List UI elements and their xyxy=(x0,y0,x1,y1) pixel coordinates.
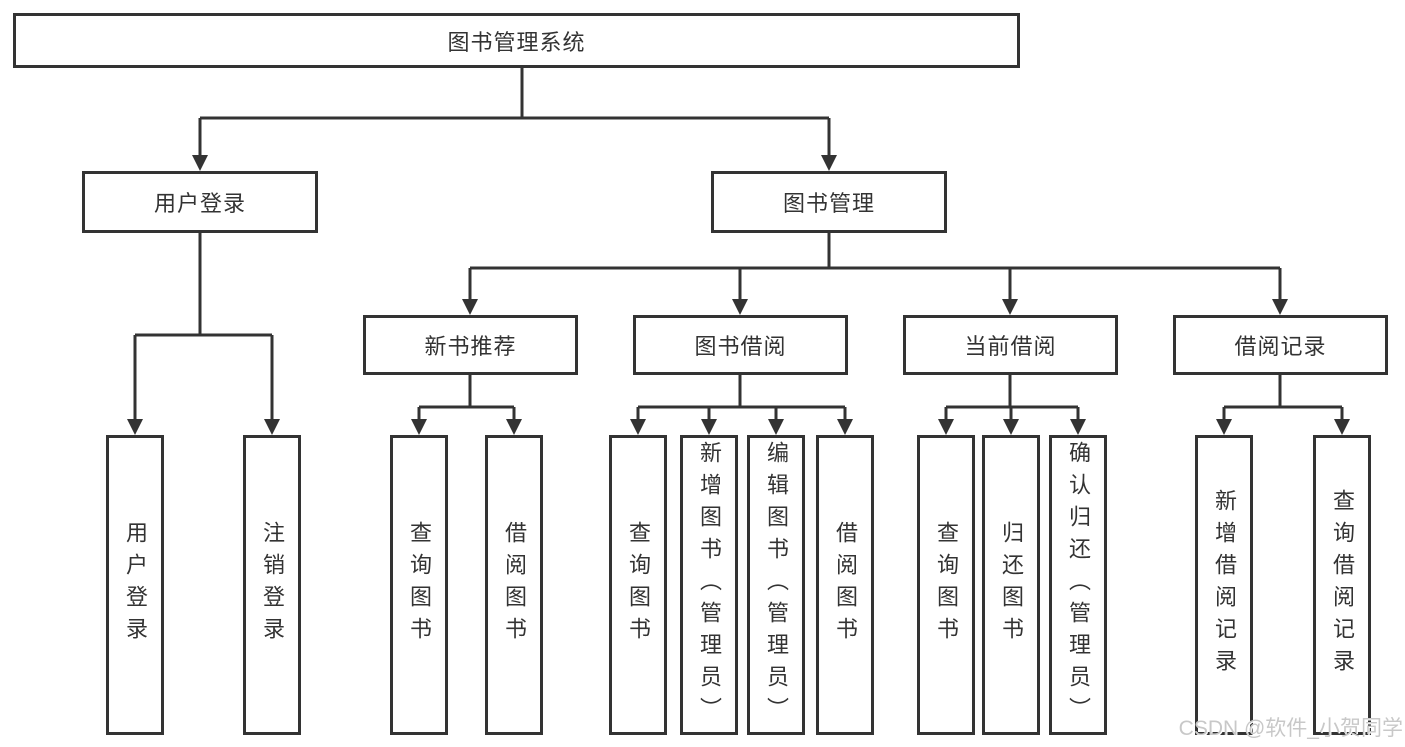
node-current-return-books: 归还图书 xyxy=(982,435,1040,735)
node-records-query-borrow-record: 查询借阅记录 xyxy=(1313,435,1371,735)
node-current-query-books: 查询图书 xyxy=(917,435,975,735)
node-current-borrowing: 当前借阅 xyxy=(903,315,1118,375)
node-borrowing-records: 借阅记录 xyxy=(1173,315,1388,375)
csdn-watermark: CSDN @软件_小贺同学 xyxy=(1178,717,1403,740)
node-new-book-recommend: 新书推荐 xyxy=(363,315,578,375)
node-leaf-user-login: 用户登录 xyxy=(106,435,164,735)
node-user-login: 用户登录 xyxy=(82,171,318,233)
node-recommend-borrow-books: 借阅图书 xyxy=(485,435,543,735)
node-records-add-borrow-record: 新增借阅记录 xyxy=(1195,435,1253,735)
node-borrowing-borrow-books: 借阅图书 xyxy=(816,435,874,735)
connector-strokes xyxy=(133,68,1344,420)
node-book-management: 图书管理 xyxy=(711,171,947,233)
node-borrowing-edit-books-admin: 编辑图书（管理员） xyxy=(747,435,805,735)
node-book-borrowing: 图书借阅 xyxy=(633,315,848,375)
node-root: 图书管理系统 xyxy=(13,13,1020,68)
node-borrowing-query-books: 查询图书 xyxy=(609,435,667,735)
node-borrowing-add-books-admin: 新增图书（管理员） xyxy=(680,435,738,735)
node-leaf-logout: 注销登录 xyxy=(243,435,301,735)
node-recommend-query-books: 查询图书 xyxy=(390,435,448,735)
node-current-confirm-return-admin: 确认归还（管理员） xyxy=(1049,435,1107,735)
